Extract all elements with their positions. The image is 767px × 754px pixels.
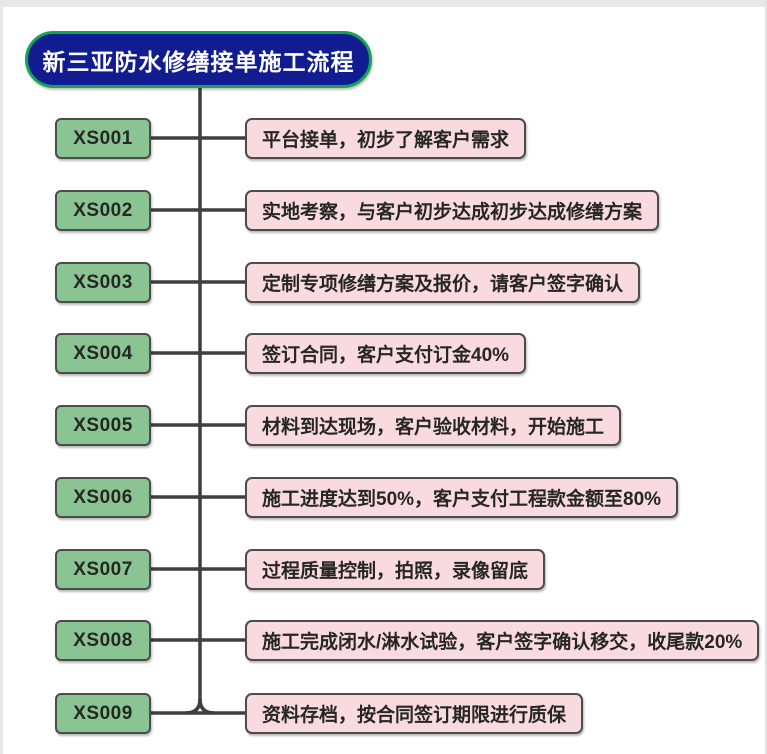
step-label-xs002[interactable]: 实地考察，与客户初步达成初步达成修缮方案 (245, 190, 660, 231)
flow-title-text: 新三亚防水修缮接单施工流程 (42, 48, 355, 75)
canvas-edge-right (765, 0, 767, 754)
step-code-xs003[interactable]: XS003 (55, 262, 151, 303)
trunk-fillet-left (185, 698, 202, 715)
flow-title[interactable]: 新三亚防水修缮接单施工流程 (25, 31, 372, 88)
step-label-xs009[interactable]: 资料存档，按合同签订期限进行质保 (245, 693, 584, 734)
canvas-edge-left (0, 0, 3, 754)
step-code-xs002[interactable]: XS002 (55, 190, 151, 231)
step-label-xs008[interactable]: 施工完成闭水/淋水试验，客户签字确认移交，收尾款20% (245, 620, 760, 661)
step-code-xs006[interactable]: XS006 (55, 477, 151, 518)
step-code-xs007[interactable]: XS007 (55, 549, 151, 590)
step-label-xs004[interactable]: 签订合同，客户支付订金40% (245, 333, 527, 374)
step-label-xs001[interactable]: 平台接单，初步了解客户需求 (245, 118, 527, 159)
step-label-xs007[interactable]: 过程质量控制，拍照，录像留底 (245, 549, 546, 590)
step-label-xs005[interactable]: 材料到达现场，客户验收材料，开始施工 (245, 405, 622, 446)
step-code-xs001[interactable]: XS001 (55, 118, 151, 159)
step-code-xs009[interactable]: XS009 (55, 693, 151, 734)
step-label-xs003[interactable]: 定制专项修缮方案及报价，请客户签字确认 (245, 262, 641, 303)
step-label-xs006[interactable]: 施工进度达到50%，客户支付工程款金额至80% (245, 477, 679, 518)
trunk-fillet-right (198, 698, 215, 715)
step-code-xs004[interactable]: XS004 (55, 333, 151, 374)
canvas-edge-top (0, 0, 767, 7)
step-code-xs008[interactable]: XS008 (55, 620, 151, 661)
step-code-xs005[interactable]: XS005 (55, 405, 151, 446)
